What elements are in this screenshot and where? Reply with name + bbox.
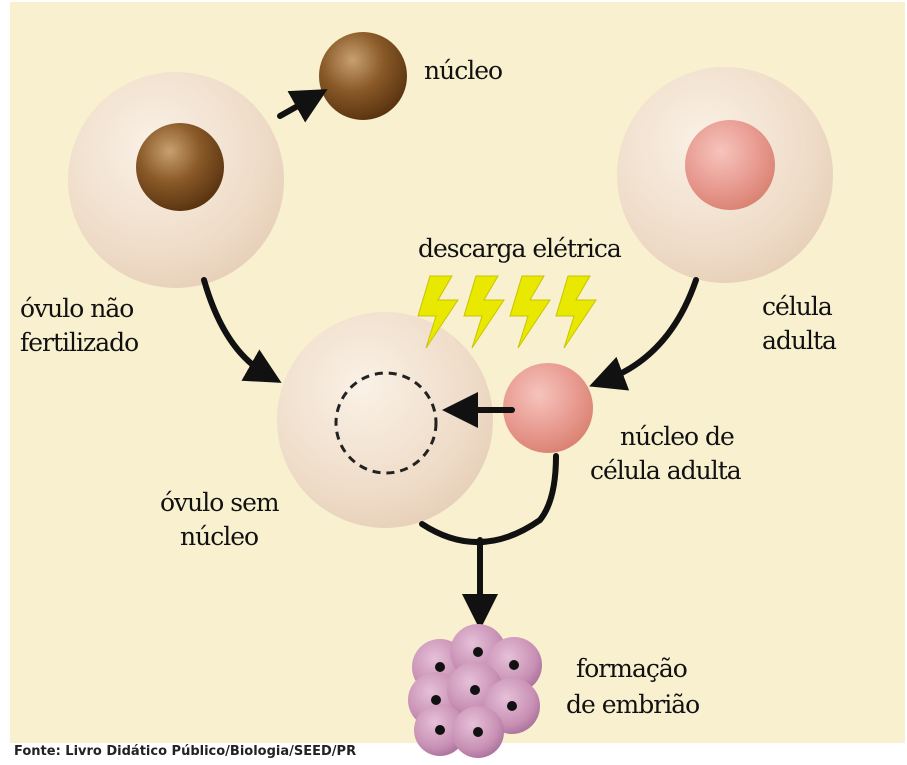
- adult-nucleus-transferred: [503, 363, 593, 453]
- label-nucleo-celula-adulta-line1: núcleo de: [620, 420, 734, 454]
- enucleated-egg-cell: [277, 312, 493, 528]
- adult-cell-nucleus: [685, 120, 775, 210]
- label-ovulo-nao-fertilizado-line2: fertilizado: [20, 326, 138, 360]
- source-credit: Fonte: Livro Didático Público/Biologia/S…: [14, 744, 356, 759]
- embryo-cell-nucleus: [470, 685, 480, 695]
- label-ovulo-sem-nucleo-line2: núcleo: [180, 520, 258, 554]
- lightning-bolt-2: [464, 276, 504, 348]
- label-nucleo: núcleo: [424, 54, 502, 88]
- embryo-cluster: [408, 624, 542, 758]
- embryo-cell-nucleus: [473, 647, 483, 657]
- lightning-bolt-3: [510, 276, 550, 348]
- embryo-cell-nucleus: [431, 695, 441, 705]
- label-ovulo-sem-nucleo-line1: óvulo sem: [160, 486, 279, 520]
- lightning-bolt-4: [556, 276, 596, 348]
- label-celula-adulta-line2: adulta: [762, 324, 836, 358]
- arrow-egg-to-nucleus: [280, 98, 312, 116]
- embryo-cell-nucleus: [507, 701, 517, 711]
- arrow-adult-to-nucleus: [606, 280, 696, 380]
- embryo-cell-nucleus: [435, 662, 445, 672]
- egg-nucleus: [136, 123, 224, 211]
- label-formacao-embriao-line2: de embrião: [566, 688, 699, 722]
- label-celula-adulta-line1: célula: [762, 290, 832, 324]
- embryo-cell-nucleus: [509, 660, 519, 670]
- label-descarga-eletrica: descarga elétrica: [418, 232, 621, 266]
- embryo-cell-nucleus: [435, 725, 445, 735]
- label-formacao-embriao-line1: formação: [576, 652, 687, 686]
- label-ovulo-nao-fertilizado-line1: óvulo não: [20, 292, 133, 326]
- removed-nucleus: [319, 32, 407, 120]
- embryo-cell-nucleus: [473, 727, 483, 737]
- arrow-egg-to-enucleated: [204, 280, 266, 374]
- label-nucleo-celula-adulta-line2: célula adulta: [590, 454, 741, 488]
